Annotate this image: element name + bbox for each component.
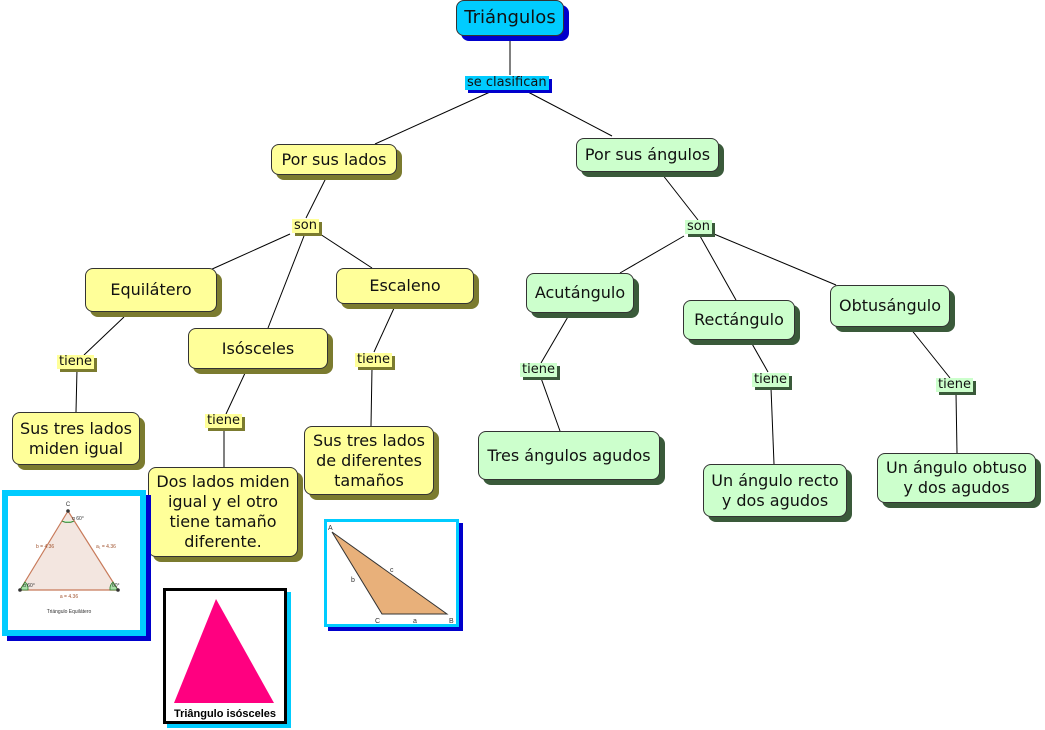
angle-label-right: 60° [112, 583, 120, 589]
link-label-tiene-acutangulo: tiene [520, 362, 557, 377]
node-desc-rectangulo[interactable]: Un ángulo recto y dos agudos [703, 464, 847, 517]
node-isosceles[interactable]: Isósceles [188, 328, 328, 369]
link-label-tiene-isosceles: tiene [205, 413, 242, 428]
angle-label-left: α 60° [23, 583, 35, 589]
node-obtusangulo[interactable]: Obtusángulo [830, 285, 950, 327]
link-label-tiene-rectangulo: tiene [752, 372, 789, 387]
node-rectangulo[interactable]: Rectángulo [683, 300, 795, 340]
vertex-label-a: A [328, 525, 333, 532]
image-equilateral-triangle: C α 60° α 60° 60° b = 4.36 a₁ = 4.36 a =… [2, 490, 146, 636]
link-label-tiene-equilatero: tiene [57, 354, 94, 369]
vertex-point [116, 588, 120, 592]
node-desc-equilatero[interactable]: Sus tres lados miden igual [12, 412, 140, 465]
node-desc-obtusangulo[interactable]: Un ángulo obtuso y dos agudos [877, 453, 1036, 503]
isosceles-triangle-figure: Triângulo isósceles [174, 599, 276, 720]
angle-mark-top [61, 520, 75, 523]
side-label-c: c [390, 567, 394, 574]
node-equilatero[interactable]: Equilátero [85, 268, 217, 312]
angle-mark-right [109, 581, 119, 591]
root-node-triangulos[interactable]: Triángulos [456, 0, 564, 36]
vertex-label-c: C [66, 502, 71, 508]
equilateral-triangle-figure: C α 60° α 60° 60° b = 4.36 a₁ = 4.36 a =… [18, 502, 120, 615]
vertex-point [66, 509, 70, 513]
image-caption: Triángulo Equilátero [47, 609, 92, 615]
vertex-label-c: C [375, 618, 380, 624]
link-label-son-angulos: son [685, 219, 712, 234]
scalene-triangle-shape [331, 531, 449, 615]
node-por-sus-angulos[interactable]: Por sus ángulos [576, 138, 719, 172]
node-por-sus-lados[interactable]: Por sus lados [271, 144, 397, 175]
side-label-left: b = 4.36 [36, 544, 54, 550]
node-escaleno[interactable]: Escaleno [336, 268, 474, 304]
node-desc-acutangulo[interactable]: Tres ángulos agudos [478, 431, 660, 480]
scalene-triangle-figure: A C B b c a [328, 525, 454, 625]
link-label-se-clasifican: se clasifican [465, 75, 549, 90]
vertex-point [18, 588, 22, 592]
isosceles-triangle-shape [174, 599, 274, 703]
image-caption: Triângulo isósceles [174, 708, 276, 720]
node-acutangulo[interactable]: Acutángulo [526, 273, 634, 313]
angle-label-top: α 60° [72, 516, 84, 522]
angle-mark-left [19, 581, 29, 591]
side-label-bottom: a = 4.36 [60, 594, 78, 600]
equilateral-triangle-shape [18, 509, 120, 591]
node-desc-isosceles[interactable]: Dos lados miden igual y el otro tiene ta… [148, 467, 298, 557]
side-label-right: a₁ = 4.36 [96, 544, 116, 550]
image-scalene-triangle: A C B b c a [324, 519, 459, 627]
side-label-b: b [351, 577, 355, 584]
link-label-tiene-escaleno: tiene [355, 352, 392, 367]
node-desc-escaleno[interactable]: Sus tres lados de diferentes tamaños [304, 426, 434, 495]
side-label-a: a [413, 618, 417, 624]
image-isosceles-triangle: Triângulo isósceles [163, 588, 287, 724]
vertex-label-b: B [449, 618, 454, 624]
link-label-son-lados: son [292, 218, 319, 233]
link-label-tiene-obtusangulo: tiene [936, 377, 973, 392]
